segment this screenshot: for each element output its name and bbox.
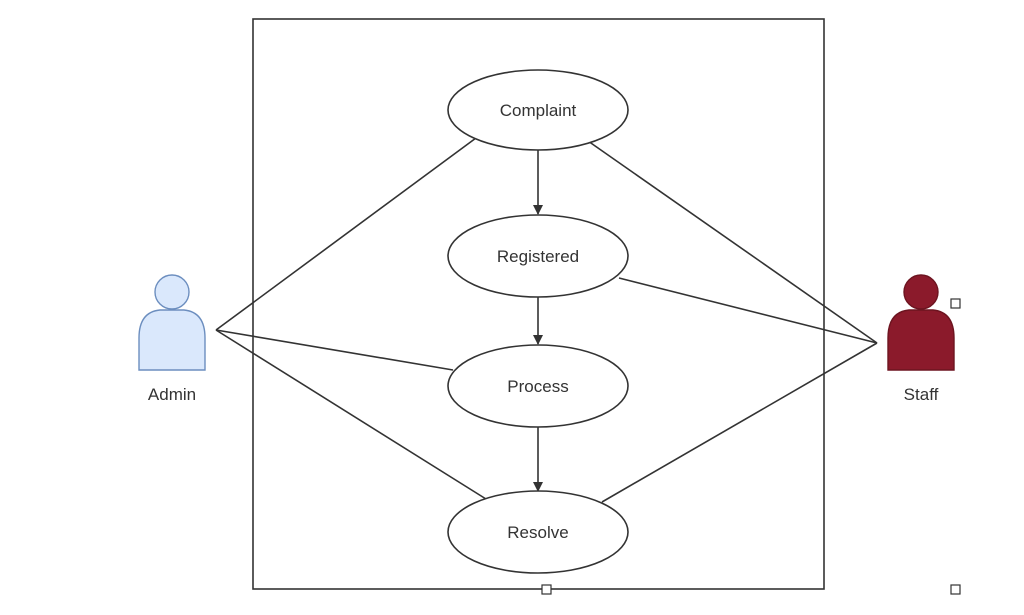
- use-case-complaint[interactable]: Complaint: [447, 69, 629, 151]
- use-case-registered[interactable]: Registered: [447, 214, 629, 298]
- actor-staff[interactable]: Staff: [887, 274, 955, 404]
- use-case-label: Registered: [497, 247, 579, 266]
- use-case-resolve[interactable]: Resolve: [447, 490, 629, 574]
- assoc-staff-registered[interactable]: [618, 277, 878, 344]
- actor-admin[interactable]: Admin: [138, 274, 206, 404]
- assoc-staff-complaint[interactable]: [587, 140, 878, 344]
- admin-label: Admin: [148, 385, 196, 404]
- use-case-label: Resolve: [507, 523, 568, 542]
- system-boundary[interactable]: [252, 18, 825, 590]
- staff-label: Staff: [904, 385, 939, 404]
- assoc-admin-resolve[interactable]: [215, 329, 487, 500]
- resize-handle-icon[interactable]: [950, 584, 961, 595]
- resize-handle-icon[interactable]: [950, 298, 961, 309]
- use-case-label: Process: [507, 377, 568, 396]
- staff-user-icon: [887, 274, 955, 371]
- use-case-process[interactable]: Process: [447, 344, 629, 428]
- assoc-admin-complaint[interactable]: [215, 137, 477, 331]
- assoc-staff-resolve[interactable]: [601, 342, 878, 503]
- assoc-admin-process[interactable]: [215, 329, 454, 371]
- resize-handle-icon[interactable]: [541, 584, 552, 595]
- admin-user-icon: [138, 274, 206, 371]
- use-case-label: Complaint: [500, 101, 577, 120]
